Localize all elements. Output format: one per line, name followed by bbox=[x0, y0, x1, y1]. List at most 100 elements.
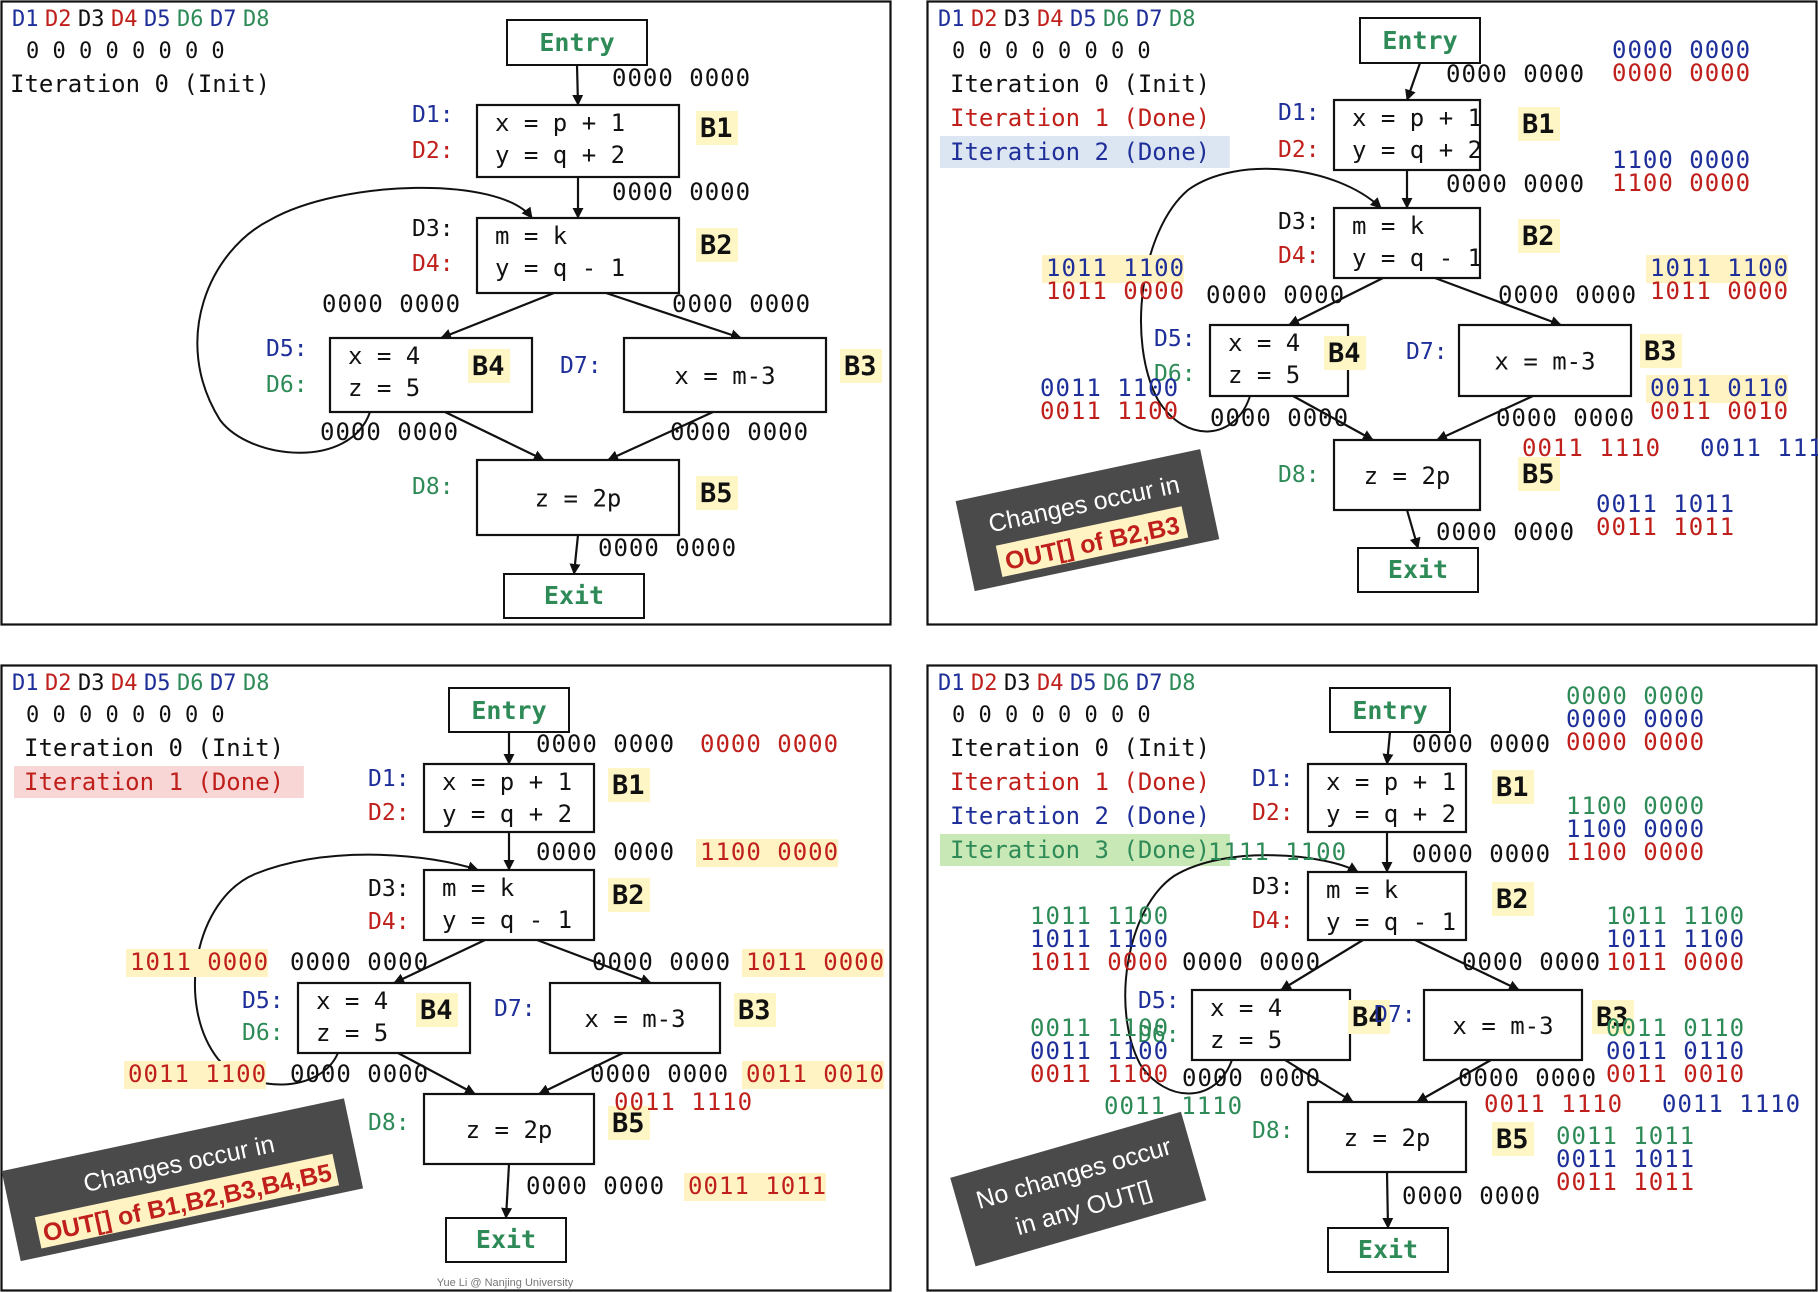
statement-d4: y = q - 1 bbox=[1352, 244, 1482, 272]
changed-highlight bbox=[696, 839, 838, 867]
bitvector-b1_hist: 1100 0000 bbox=[1566, 792, 1705, 820]
statement-d8: z = 2p bbox=[1344, 1124, 1431, 1152]
bitvector-entry_hist: 0000 0000 bbox=[1566, 682, 1705, 710]
entry-label: Entry bbox=[471, 696, 546, 725]
definition-label-d5: D5 bbox=[144, 7, 171, 32]
block-b4: x = 4D5:z = 5D6:B4 bbox=[242, 981, 472, 1055]
iteration-highlight bbox=[14, 766, 304, 798]
block-label-bg bbox=[1518, 107, 1560, 141]
block-box bbox=[422, 762, 596, 834]
definition-label-d7: D7 bbox=[1136, 7, 1163, 32]
def-tag-d5: D5: bbox=[242, 988, 284, 1014]
bitvector-b2_left: 0000 0000 bbox=[322, 290, 461, 318]
statement-d2: y = q + 2 bbox=[442, 800, 572, 828]
entry-node: Entry bbox=[448, 687, 570, 733]
exit-label: Exit bbox=[476, 1225, 536, 1254]
exit-node: Exit bbox=[445, 1217, 567, 1263]
def-tag-d4: D4: bbox=[1278, 243, 1320, 269]
bitvector-b3: 0000 0000 bbox=[670, 418, 809, 446]
bitvector-b2_right_hist: 1011 1100 bbox=[1650, 254, 1789, 282]
def-tag-d3: D3: bbox=[1278, 209, 1320, 235]
def-tag-d3: D3: bbox=[1252, 874, 1294, 900]
def-tag-d8: D8: bbox=[412, 474, 454, 500]
statement-d3: m = k bbox=[1326, 876, 1399, 904]
block-label-b5: B5 bbox=[1522, 459, 1555, 490]
def-tag-d1: D1: bbox=[368, 766, 410, 792]
block-label-b1: B1 bbox=[1496, 772, 1529, 803]
statement-d5: x = 4 bbox=[1210, 994, 1282, 1022]
block-b1: x = p + 1D1:y = q + 2D2:B1 bbox=[368, 762, 650, 834]
block-box bbox=[1306, 762, 1468, 834]
statement-d4: y = q - 1 bbox=[495, 254, 625, 282]
edge-b5-exit bbox=[1382, 1171, 1394, 1229]
block-label-bg bbox=[1492, 1122, 1534, 1156]
bitvector-entry_hist: 0000 0000 bbox=[1566, 705, 1705, 733]
def-tag-d3: D3: bbox=[412, 216, 454, 242]
block-b2: m = kD3:y = q - 1D4:B2 bbox=[412, 216, 738, 295]
edge-b3-b5 bbox=[607, 410, 714, 462]
bitvector-b4_hist: 0011 1100 bbox=[1040, 374, 1179, 402]
statement-d2: y = q + 2 bbox=[495, 141, 625, 169]
bitvector-b4: 0000 0000 bbox=[1210, 404, 1349, 432]
definition-label-d5: D5 bbox=[1070, 7, 1097, 32]
block-box bbox=[1457, 323, 1633, 398]
def-tag-d8: D8: bbox=[1278, 462, 1320, 488]
block-box bbox=[622, 336, 828, 414]
bitvector-b5_hist: 0011 1011 bbox=[1596, 490, 1735, 518]
statement-d8: z = 2p bbox=[466, 1116, 553, 1144]
definition-label-d6: D6 bbox=[177, 671, 204, 696]
exit-label: Exit bbox=[1358, 1235, 1418, 1264]
statement-d3: m = k bbox=[442, 874, 515, 902]
bitvector-entry_hist: 0000 0000 bbox=[1612, 59, 1751, 87]
block-box bbox=[475, 458, 681, 537]
block-label-b4: B4 bbox=[1328, 338, 1361, 369]
iteration-1-label: Iteration 1 (Done) bbox=[950, 104, 1210, 132]
block-label-bg bbox=[1492, 882, 1534, 916]
bitvector-b3: 0000 0000 bbox=[1496, 404, 1635, 432]
edge-b3-b5 bbox=[1436, 395, 1534, 441]
statement-d5: x = 4 bbox=[316, 987, 388, 1015]
bitvector-b5_in: 0011 1110 bbox=[1662, 1090, 1801, 1118]
bitvector-b1_hist: 1100 0000 bbox=[1566, 815, 1705, 843]
edge-b4-b5 bbox=[444, 411, 545, 461]
statement-d6: z = 5 bbox=[1228, 361, 1300, 389]
block-box bbox=[422, 1092, 596, 1166]
bitvector-b2_left_hist: 1011 0000 bbox=[130, 948, 269, 976]
loop-back-edge bbox=[1124, 854, 1359, 1095]
def-tag-d6: D6: bbox=[1138, 1022, 1180, 1048]
edge-b4-b5 bbox=[1284, 1059, 1354, 1103]
definition-label-d1: D1 bbox=[938, 7, 965, 32]
bitvector-b2_left_hist: 1011 0000 bbox=[1030, 948, 1169, 976]
statement-d2: y = q + 2 bbox=[1326, 800, 1456, 828]
block-label-bg bbox=[608, 1106, 650, 1140]
def-tag-d7: D7: bbox=[494, 996, 536, 1022]
edge-entry-b1 bbox=[572, 64, 584, 106]
statement-d4: y = q - 1 bbox=[1326, 908, 1456, 936]
edge-entry-b1 bbox=[1405, 62, 1422, 101]
bitvector-b1: 0000 0000 bbox=[536, 838, 675, 866]
statement-d5: x = 4 bbox=[348, 342, 420, 370]
exit-label: Exit bbox=[1388, 555, 1448, 584]
definition-label-d6: D6 bbox=[1103, 671, 1130, 696]
edge-b2-b4 bbox=[1288, 277, 1384, 326]
block-label-b4: B4 bbox=[420, 995, 453, 1026]
def-tag-d7: D7: bbox=[1406, 339, 1448, 365]
bitvector-b2_left: 0000 0000 bbox=[1182, 948, 1321, 976]
bitvector-b3_hist: 0011 0110 bbox=[1650, 374, 1789, 402]
bitvector-b4: 0000 0000 bbox=[1182, 1064, 1321, 1092]
definition-label-d2: D2 bbox=[971, 671, 998, 696]
block-b3: x = m-3D7:B3 bbox=[1406, 323, 1682, 398]
def-tag-d3: D3: bbox=[368, 876, 410, 902]
init-bits-row: 0 0 0 0 0 0 0 0 bbox=[952, 39, 1151, 64]
block-label-bg bbox=[734, 993, 776, 1027]
entry-box bbox=[1359, 17, 1481, 64]
statement-d7: x = m-3 bbox=[674, 362, 775, 390]
block-label-bg bbox=[1592, 1000, 1634, 1034]
block-b2: m = kD3:y = q - 1D4:B2 bbox=[368, 868, 650, 942]
edge-b2-b4 bbox=[393, 939, 486, 984]
def-tag-d5: D5: bbox=[266, 336, 308, 362]
definition-label-d6: D6 bbox=[1103, 7, 1130, 32]
